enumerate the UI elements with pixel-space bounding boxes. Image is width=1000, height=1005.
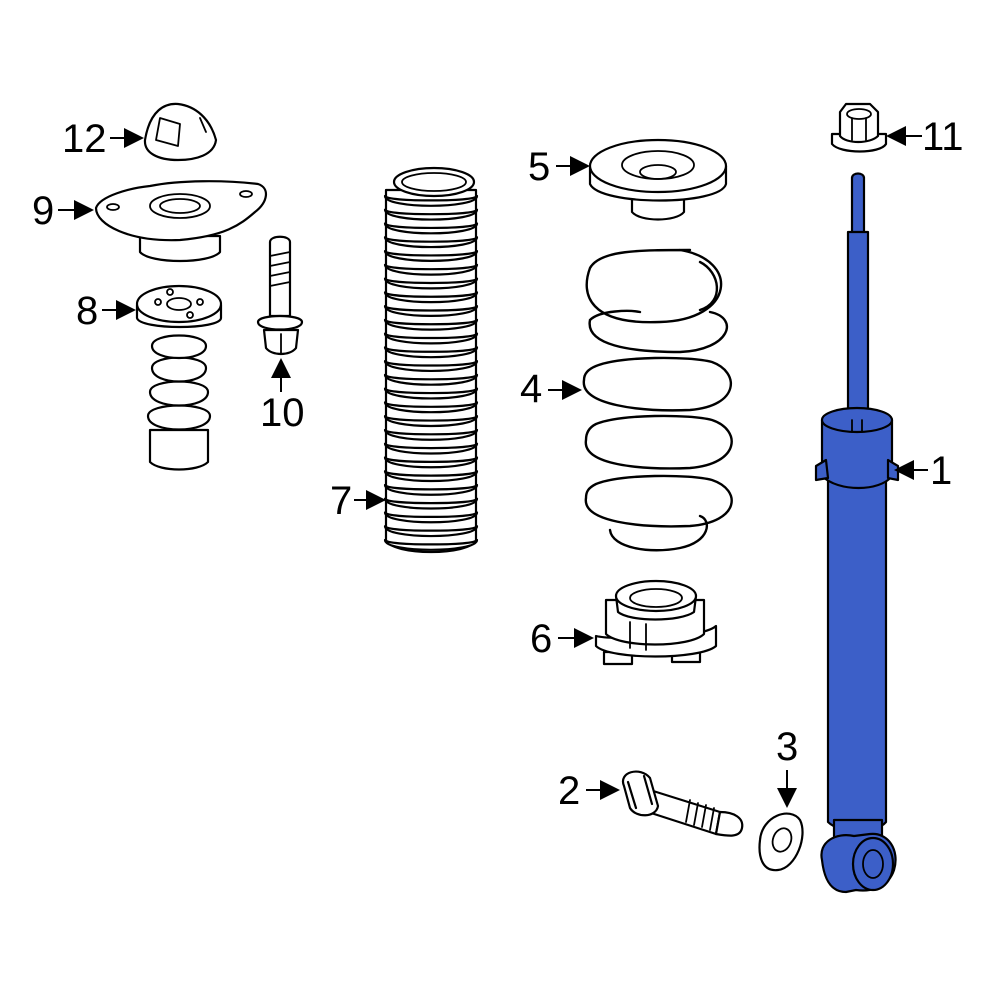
- dust-boot-ring: [383, 497, 479, 510]
- dust-boot-ring: [383, 236, 479, 249]
- callout-2-label: 2: [558, 769, 580, 813]
- callout-6-label: 6: [530, 617, 552, 661]
- callout-12-label: 12: [62, 117, 107, 161]
- dust-boot-ring: [383, 401, 479, 414]
- dust-boot-ring: [383, 373, 479, 386]
- callout-1-label: 1: [930, 449, 952, 493]
- callout-10-label: 10: [260, 391, 305, 435]
- dust-boot-ring: [383, 332, 479, 345]
- dust-boot-ring: [383, 222, 479, 235]
- callout-8-label: 8: [76, 289, 98, 333]
- dust-boot-ring: [383, 360, 479, 372]
- dust-boot-ring: [383, 525, 479, 538]
- callout-5: 5: [528, 145, 590, 189]
- part-6-spring-seat-lower[interactable]: [594, 579, 718, 666]
- callout-10: 10: [260, 358, 305, 435]
- callout-9-label: 9: [32, 189, 54, 233]
- part-5-spring-seat-upper[interactable]: [588, 138, 728, 221]
- callout-6: 6: [530, 617, 594, 661]
- part-10-bolt[interactable]: [256, 235, 304, 356]
- part-7-dust-boot[interactable]: [383, 166, 479, 554]
- part-12-cap[interactable]: [143, 102, 218, 162]
- dust-boot-ring: [383, 318, 479, 331]
- callout-7-label: 7: [330, 479, 352, 523]
- dust-boot-ring: [383, 428, 479, 441]
- dust-boot-ring: [383, 277, 479, 290]
- dust-boot-ring: [383, 442, 479, 455]
- callout-7: 7: [330, 479, 386, 523]
- dust-boot-ring: [383, 194, 479, 207]
- callout-5-label: 5: [528, 145, 550, 189]
- part-8-bump-stop[interactable]: [135, 284, 223, 471]
- callout-4-label: 4: [520, 367, 542, 411]
- callout-9: 9: [32, 189, 94, 233]
- dust-boot-ring: [383, 387, 479, 400]
- callout-4: 4: [520, 367, 582, 411]
- dust-boot-ring: [383, 511, 479, 524]
- part-4-coil-spring[interactable]: [582, 248, 733, 552]
- dust-boot-ring: [383, 263, 479, 276]
- dust-boot-ring: [383, 304, 479, 317]
- callout-3: 3: [776, 725, 798, 808]
- part-3-washer[interactable]: [758, 812, 804, 872]
- callout-12: 12: [62, 117, 144, 161]
- dust-boot-ring: [383, 538, 479, 551]
- part-2-lower-bolt[interactable]: [621, 770, 744, 837]
- dust-boot-ring: [383, 346, 479, 359]
- dust-boot-ring: [383, 291, 479, 304]
- callout-2: 2: [558, 769, 620, 813]
- callout-11: 11: [886, 115, 964, 159]
- part-1-shock-absorber[interactable]: [814, 172, 900, 894]
- dust-boot-ring: [383, 249, 479, 262]
- callout-1: 1: [894, 449, 952, 493]
- dust-boot-ring: [383, 456, 479, 469]
- part-9-upper-mount[interactable]: [94, 180, 267, 263]
- dust-boot-ring: [383, 470, 479, 483]
- callout-3-label: 3: [776, 725, 798, 769]
- dust-boot-ring: [383, 415, 479, 427]
- dust-boot-ring: [383, 208, 479, 221]
- dust-boot-ring: [383, 483, 479, 496]
- part-11-nut[interactable]: [830, 102, 888, 153]
- callout-11-label: 11: [922, 115, 964, 159]
- callout-8: 8: [76, 289, 136, 333]
